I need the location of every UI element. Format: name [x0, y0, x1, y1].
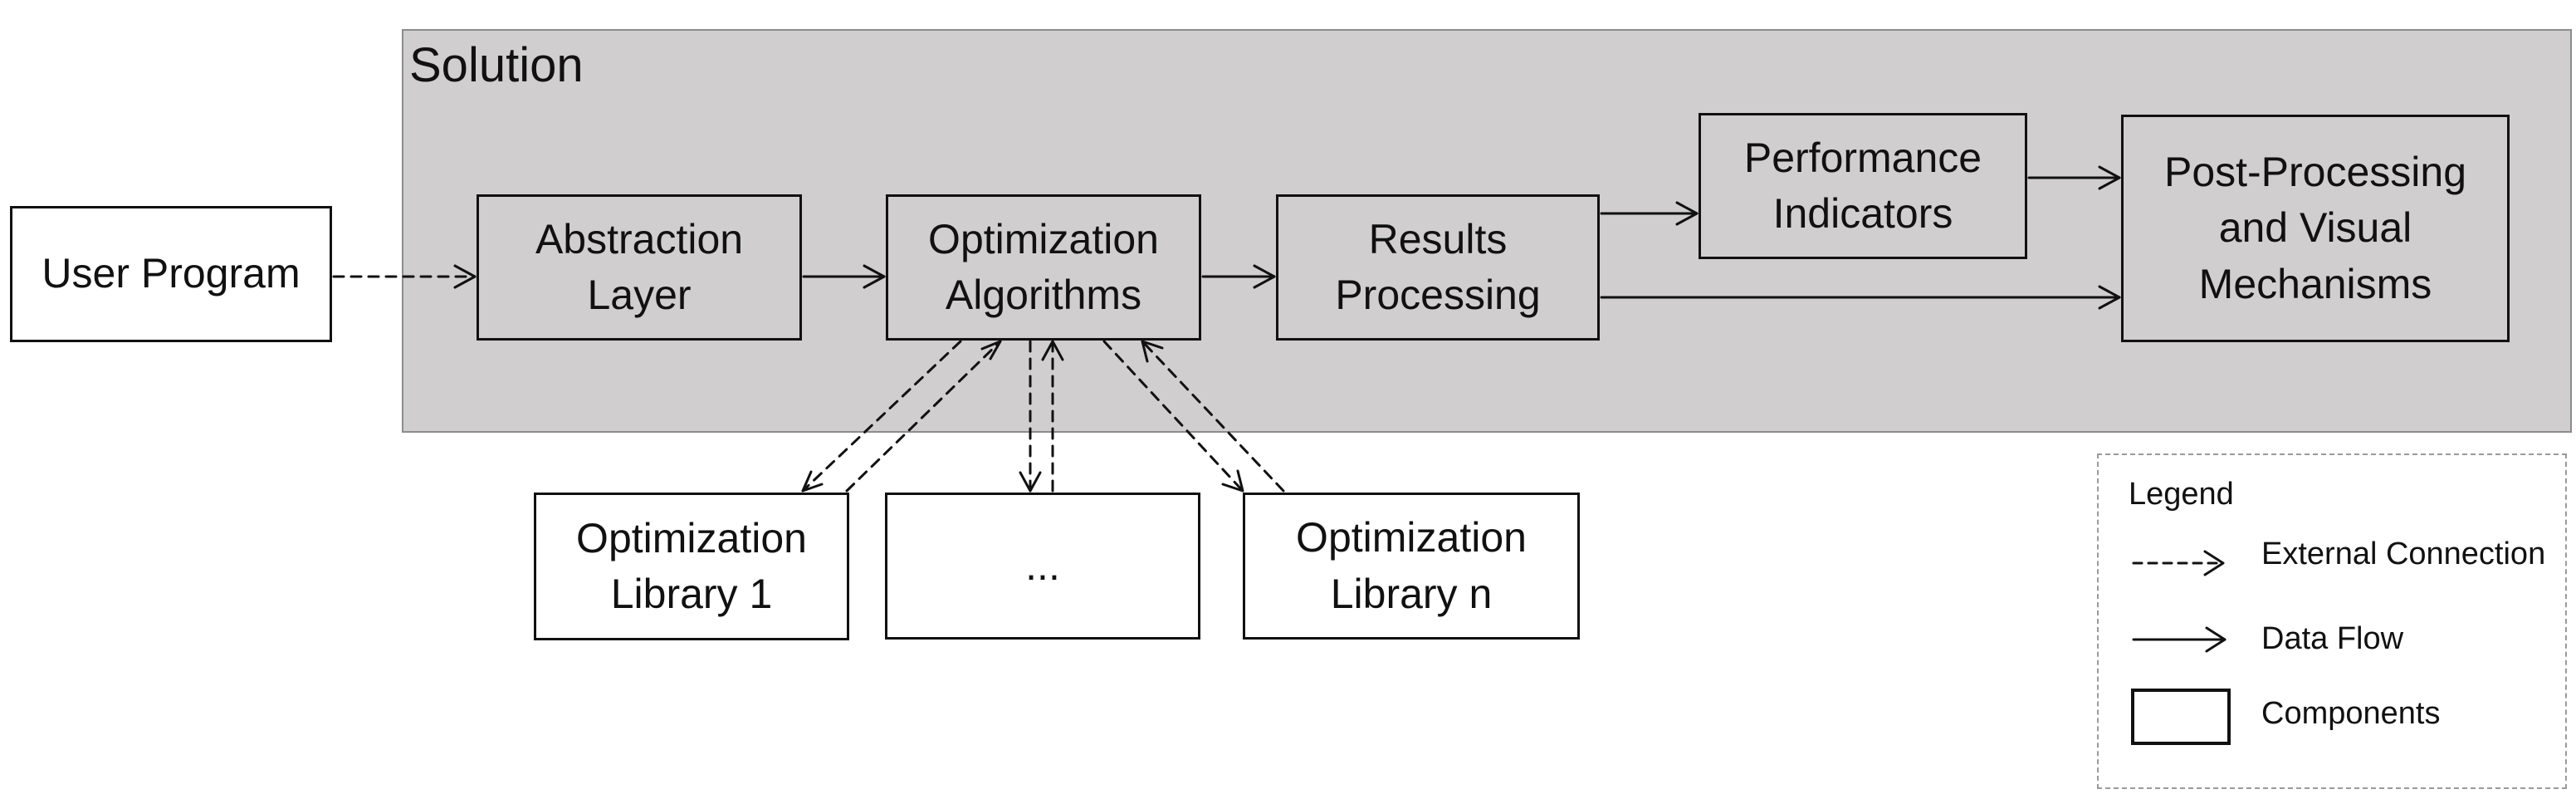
- results-processing-label: Results Processing: [1335, 215, 1541, 319]
- legend-component-swatch: [2131, 689, 2231, 745]
- optimization-library-n-box: Optimization Library n: [1243, 493, 1580, 640]
- legend-external-connection-arrow: [2132, 550, 2225, 576]
- library-1-to-algorithms-arrow: [845, 340, 1002, 493]
- abstraction-layer-box: Abstraction Layer: [477, 194, 802, 341]
- legend-data-flow-arrow: [2132, 626, 2227, 653]
- legend-components-label: Components: [2261, 696, 2441, 731]
- optimization-library-1-box: Optimization Library 1: [534, 493, 849, 640]
- solution-title: Solution: [409, 38, 584, 92]
- algorithms-to-library-n-arrow: [1102, 340, 1244, 493]
- results-processing-box: Results Processing: [1276, 194, 1600, 341]
- algorithms-to-library-ellipsis-arrow: [1019, 340, 1042, 493]
- legend-title: Legend: [2129, 477, 2234, 512]
- user-program-label: User Program: [42, 250, 301, 297]
- optimization-library-ellipsis-label: ...: [1025, 542, 1060, 589]
- results-to-post-processing-arrow: [1600, 285, 2121, 310]
- optimization-algorithms-label: Optimization Algorithms: [928, 215, 1159, 319]
- legend-external-connection-label: External Connection: [2261, 537, 2546, 571]
- algorithms-to-results-arrow: [1201, 264, 1276, 289]
- performance-indicators-label: Performance Indicators: [1743, 134, 1982, 238]
- post-processing-box: Post-Processing and Visual Mechanisms: [2121, 115, 2510, 342]
- legend-data-flow-label: Data Flow: [2261, 621, 2404, 656]
- abstraction-to-algorithms-arrow: [802, 264, 886, 289]
- performance-to-post-processing-arrow: [2027, 165, 2121, 190]
- optimization-library-1-label: Optimization Library 1: [576, 514, 807, 618]
- algorithms-to-library-1-arrow: [801, 340, 962, 493]
- optimization-library-ellipsis-box: ...: [885, 493, 1200, 640]
- performance-indicators-box: Performance Indicators: [1699, 113, 2027, 259]
- user-program-box: User Program: [10, 206, 332, 342]
- library-n-to-algorithms-arrow: [1141, 340, 1285, 493]
- results-to-performance-arrow: [1600, 201, 1699, 226]
- library-ellipsis-to-algorithms-arrow: [1041, 340, 1064, 493]
- user-program-to-abstraction-arrow: [332, 264, 477, 289]
- optimization-algorithms-box: Optimization Algorithms: [886, 194, 1201, 341]
- optimization-library-n-label: Optimization Library n: [1296, 514, 1527, 617]
- abstraction-layer-label: Abstraction Layer: [535, 215, 744, 319]
- post-processing-label: Post-Processing and Visual Mechanisms: [2163, 148, 2467, 307]
